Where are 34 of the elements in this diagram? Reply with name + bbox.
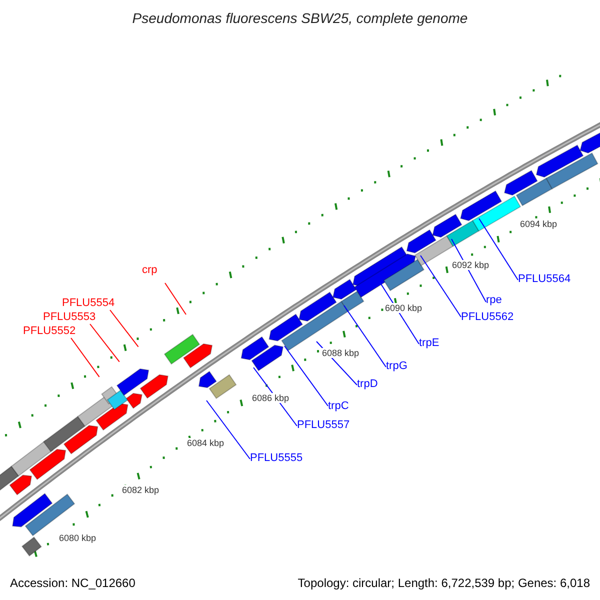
gene-label: PFLU5564 [518, 273, 571, 286]
scale-label: 6084 kbp [187, 438, 224, 448]
gene-label: trpG [386, 360, 408, 373]
gene-label: PFLU5554 [62, 297, 115, 310]
gene-label: PFLU5555 [250, 452, 303, 465]
leader-line [420, 255, 462, 318]
gene-label: PFLU5553 [43, 311, 96, 324]
leader-line [164, 282, 186, 315]
gene-label: PFLU5552 [23, 325, 76, 338]
gene-label: crp [142, 264, 158, 277]
genome-stats-text: Topology: circular; Length: 6,722,539 bp; Genes: 6,018 [298, 576, 590, 590]
gene-label: PFLU5557 [297, 419, 350, 432]
scale-label: 6088 kbp [322, 348, 360, 358]
scale-label: 6080 kbp [59, 533, 96, 543]
title: Pseudomonas fluorescens SBW25, complete genome [131, 10, 469, 26]
leader-line [284, 346, 328, 406]
leader-line [90, 324, 120, 362]
scale-label: 6090 kbp [385, 303, 422, 313]
leader-line [478, 218, 518, 280]
gene-label: trpE [419, 337, 440, 350]
scale-label: 6094 kbp [520, 219, 558, 229]
leader-line [206, 400, 250, 460]
accession-text: Accession: NC_012660 [10, 576, 136, 590]
scale-label: 6086 kbp [252, 393, 290, 403]
scale-label: 6092 kbp [452, 260, 490, 270]
gene-label: PFLU5562 [461, 311, 514, 324]
leader-line [110, 310, 139, 348]
leader-line [70, 338, 100, 378]
gene-label: trpC [328, 400, 349, 413]
scale-label: 6082 kbp [122, 485, 160, 495]
leader-line [344, 305, 386, 368]
gene-label: rpe [486, 294, 502, 307]
leader-line [451, 238, 486, 302]
gene-label: trpD [357, 378, 378, 391]
